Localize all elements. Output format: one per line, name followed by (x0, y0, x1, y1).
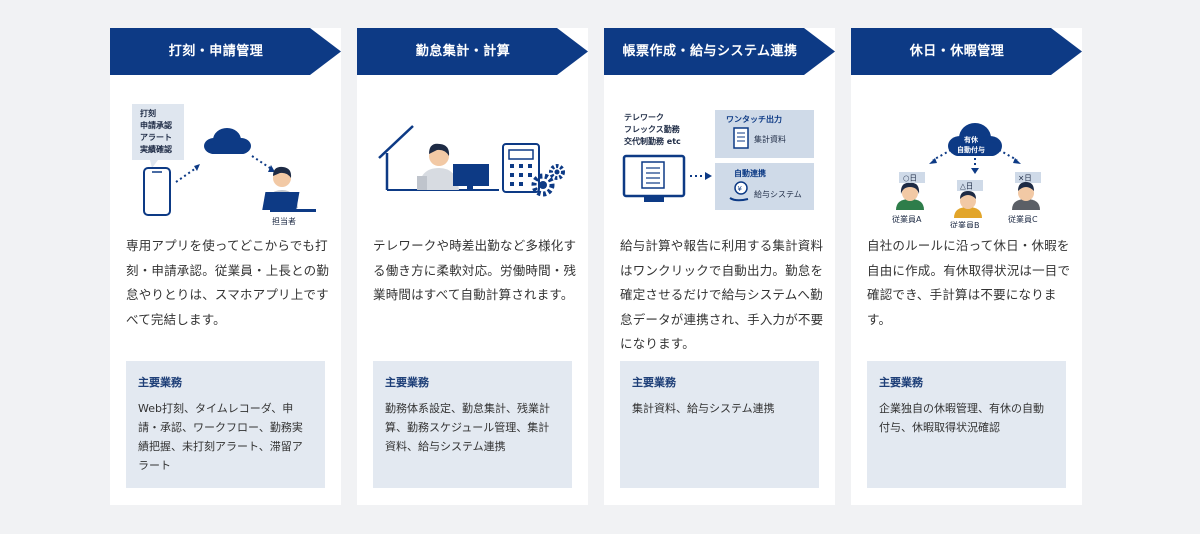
card-description: 自社のルールに沿って休日・休暇を自由に作成。有休取得状況は一目で確認でき、手計算… (867, 238, 1071, 327)
leave-badge-label: ○日 (903, 174, 917, 183)
cloud-label: 自動付与 (957, 145, 985, 154)
employee-b-icon (954, 191, 982, 218)
leave-badge (899, 172, 925, 183)
illustration-stamping: 打刻 申請承認 アラート 実績確認 (132, 104, 316, 226)
card-header: 勤怠集計・計算 (357, 28, 588, 75)
leave-badge-label: △日 (960, 182, 973, 191)
employee-label: 従業員B (950, 220, 980, 228)
employee-label: 従業員A (892, 214, 922, 224)
arrow-to-cloud-icon (175, 164, 200, 183)
yen-hand-icon: ¥ (729, 181, 749, 202)
tasks-list: Web打刻、タイムレコーダ、申請・承認、ワークフロー、勤務実績把握、未打刻アラー… (138, 402, 303, 472)
illustration-holiday: 有休 自動付与 ○日 △日 ×日 (892, 123, 1041, 228)
cloud-icon (204, 128, 251, 154)
bubble-line: 打刻 (140, 108, 156, 118)
illustration-calculation (378, 125, 565, 197)
document-icon (733, 127, 749, 149)
tasks-list: 勤務体系設定、勤怠集計、残業計算、勤務スケジュール管理、集計資料、給与システム連… (385, 402, 550, 453)
arrow-to-person-icon (251, 155, 275, 172)
monitor-icon (622, 154, 686, 202)
cloud-label: 有休 (964, 135, 979, 144)
person-label: 担当者 (272, 216, 296, 226)
bubble-icon (132, 104, 184, 168)
header-arrow-banner (604, 28, 835, 75)
work-style-line: テレワーク (624, 112, 664, 122)
calculator-icon (502, 143, 540, 193)
tasks-heading: 主要業務 (879, 376, 923, 389)
bubble-line: 申請承認 (140, 120, 172, 130)
feature-card-holiday-leave: 休日・休暇管理 有休 自動付与 ○日 △日 ×日 (851, 28, 1082, 505)
header-arrow-banner (110, 28, 341, 75)
gear-icon (531, 164, 565, 197)
smartphone-icon (143, 167, 171, 216)
feature-card-reports-payroll: 帳票作成・給与システム連携 テレワーク フレックス勤務 交代制勤務 etc ワン… (604, 28, 835, 505)
tasks-list: 集計資料、給与システム連携 (632, 402, 775, 415)
tasks-heading: 主要業務 (632, 376, 676, 389)
work-style-line: 交代制勤務 etc (624, 136, 681, 146)
cloud-icon (948, 123, 1002, 156)
tasks-heading: 主要業務 (138, 376, 182, 389)
svg-text:¥: ¥ (738, 185, 743, 193)
work-style-line: フレックス勤務 (624, 124, 681, 134)
card-header: 帳票作成・給与システム連携 (604, 28, 835, 75)
card-description: 専用アプリを使ってどこからでも打刻・申請承認。従業員・上長との勤怠やりとりは、ス… (126, 238, 330, 327)
card-description: 給与計算や報告に利用する集計資料はワンクリックで自動出力。勤怠を確定させるだけで… (620, 238, 824, 351)
person-desk-icon (417, 143, 489, 190)
output-box-title: ワンタッチ出力 (726, 114, 782, 124)
main-tasks-panel: 主要業務 集計資料、給与システム連携 (620, 361, 819, 488)
card-header: 打刻・申請管理 (110, 28, 341, 75)
output-box-label: 集計資料 (754, 134, 786, 144)
tasks-heading: 主要業務 (385, 376, 429, 389)
distribution-arrows-icon (929, 149, 1021, 174)
integration-box (715, 163, 814, 210)
card-title: 打刻・申請管理 (168, 44, 264, 59)
card-title: 休日・休暇管理 (909, 44, 1005, 59)
output-box (715, 110, 814, 158)
main-tasks-panel: 主要業務 企業独自の休暇管理、有休の自動付与、休暇取得状況確認 (867, 361, 1066, 488)
feature-card-attendance-stamping: 打刻・申請管理 打刻 申請承認 アラート 実績確認 (110, 28, 341, 505)
leave-badge (957, 180, 983, 191)
employee-label: 従業員C (1008, 214, 1038, 224)
main-tasks-panel: 主要業務 Web打刻、タイムレコーダ、申請・承認、ワークフロー、勤務実績把握、未… (126, 361, 325, 488)
integration-box-label: 給与システム (754, 189, 802, 199)
card-title: 帳票作成・給与システム連携 (622, 44, 798, 59)
feature-card-attendance-calculation: 勤怠集計・計算 (357, 28, 588, 505)
integration-box-title: 自動連携 (734, 168, 766, 178)
main-tasks-panel: 主要業務 勤務体系設定、勤怠集計、残業計算、勤務スケジュール管理、集計資料、給与… (373, 361, 572, 488)
illustration-reports: テレワーク フレックス勤務 交代制勤務 etc ワンタッチ出力 集計資料 (622, 110, 814, 210)
header-arrow-banner (851, 28, 1082, 75)
leave-badge (1015, 172, 1041, 183)
leave-badge-label: ×日 (1018, 174, 1032, 183)
bubble-line: アラート (140, 133, 172, 142)
tasks-list: 企業独自の休暇管理、有休の自動付与、休暇取得状況確認 (879, 402, 1044, 434)
bubble-line: 実績確認 (140, 144, 172, 154)
card-title: 勤怠集計・計算 (415, 44, 511, 59)
employee-a-icon (896, 182, 924, 210)
header-arrow-banner (357, 28, 588, 75)
employee-c-icon (1012, 182, 1040, 210)
arrow-right-icon (690, 172, 712, 180)
card-description: テレワークや時差出勤など多様化する働き方に柔軟対応。労働時間・残業時間はすべて自… (373, 238, 577, 302)
person-laptop-icon (262, 166, 316, 212)
card-header: 休日・休暇管理 (851, 28, 1082, 75)
